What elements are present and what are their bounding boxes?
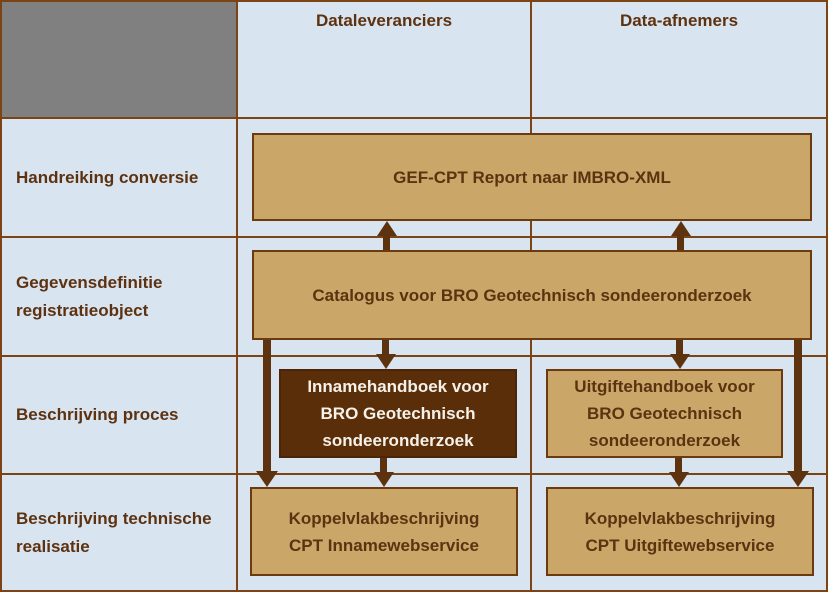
arrow-down-icon — [374, 458, 394, 487]
grid-line-row3-bottom — [2, 473, 826, 475]
doc-box-koppelvlak-inname: Koppelvlakbeschrijving CPT Innamewebserv… — [250, 487, 518, 576]
doc-box-catalogus: Catalogus voor BRO Geotechnisch sondeero… — [252, 250, 812, 340]
arrow-head — [256, 471, 278, 487]
arrow-down-icon — [376, 340, 396, 369]
corner-cell — [2, 2, 236, 117]
arrow-down-long-icon — [256, 340, 278, 487]
arrow-up-icon — [377, 221, 397, 250]
row-label-beschrijving-proces: Beschrijving proces — [16, 405, 179, 424]
grid-line-row2-bottom — [2, 355, 826, 357]
grid-line-col0-right — [236, 2, 238, 590]
arrow-shaft — [794, 340, 802, 473]
arrow-shaft — [380, 458, 387, 474]
doc-box-innamehandboek: Innamehandboek voor BRO Geotechnisch son… — [279, 369, 517, 458]
arrow-shaft — [263, 340, 271, 473]
row-label-gegevensdefinitie-registratieobject: Gegevensdefinitie registratieobject — [16, 272, 163, 320]
row-label-handreiking-conversie: Handreiking conversie — [16, 167, 199, 187]
arrow-head — [787, 471, 809, 487]
doc-box-gef-cpt-report: GEF-CPT Report naar IMBRO-XML — [252, 133, 812, 221]
arrow-head — [671, 221, 691, 236]
arrow-shaft — [677, 234, 684, 250]
arrow-head — [376, 354, 396, 369]
arrow-down-long-icon — [787, 340, 809, 487]
arrow-shaft — [675, 458, 682, 474]
doc-box-koppelvlak-uitgifte: Koppelvlakbeschrijving CPT Uitgiftewebse… — [546, 487, 814, 576]
column-header-dataleveranciers: Dataleveranciers — [315, 11, 453, 30]
arrow-head — [669, 472, 689, 487]
doc-box-uitgiftehandboek: Uitgiftehandboek voor BRO Geotechnisch s… — [546, 369, 783, 458]
arrow-down-icon — [670, 340, 690, 369]
arrow-head — [670, 354, 690, 369]
arrow-head — [377, 221, 397, 236]
grid-line-header-bottom — [2, 117, 826, 119]
row-label-beschrijving-technische-realisatie: Beschrijving technische realisatie — [16, 508, 212, 556]
arrow-head — [374, 472, 394, 487]
arrow-shaft — [676, 340, 683, 356]
arrow-shaft — [382, 340, 389, 356]
arrow-down-icon — [669, 458, 689, 487]
arrow-shaft — [383, 234, 390, 250]
arrow-up-icon — [671, 221, 691, 250]
grid-line-row1-bottom — [2, 236, 826, 238]
column-header-data-afnemers: Data-afnemers — [619, 11, 739, 30]
